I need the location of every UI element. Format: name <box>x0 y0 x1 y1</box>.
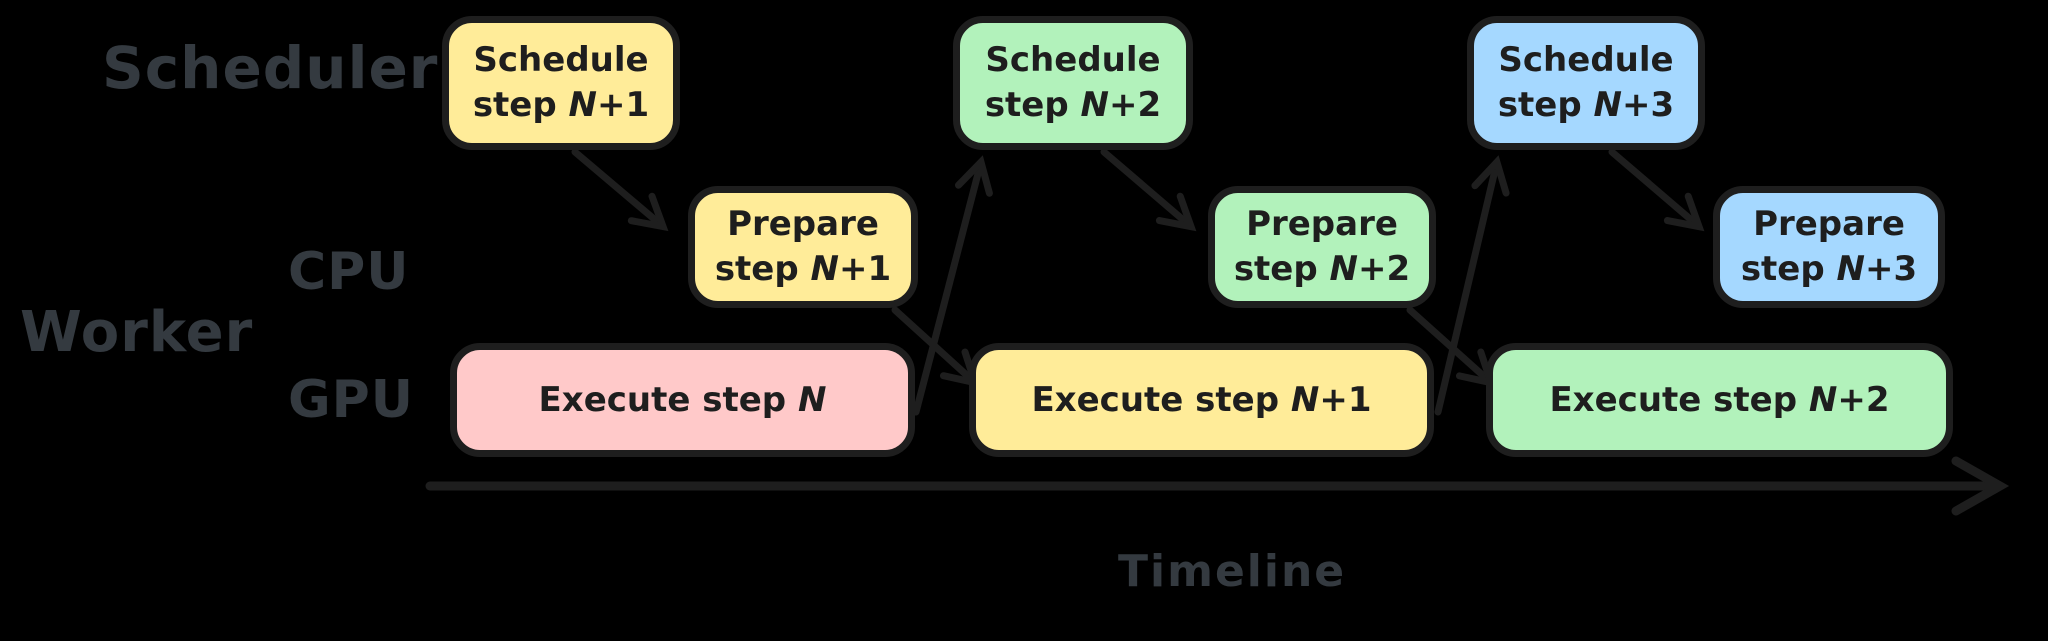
row-label-gpu: GPU <box>288 370 415 430</box>
step-text: step <box>984 85 1081 125</box>
step-text: step <box>1497 85 1594 125</box>
box-line1: Schedule <box>1498 40 1674 81</box>
step-text: step <box>714 249 811 289</box>
step-suffix: +2 <box>1358 249 1411 289</box>
box-schedule-step-n-plus-2: Schedule step N+2 <box>953 16 1193 150</box>
arrow-prepare-n2-to-execute-n2 <box>1406 306 1497 388</box>
box-schedule-step-n-plus-1: Schedule step N+1 <box>442 16 680 150</box>
step-n: N <box>1836 249 1866 289</box>
box-line1: Schedule <box>473 40 649 81</box>
box-line2: step N+3 <box>1498 83 1674 128</box>
step-text: Execute step <box>538 379 798 420</box>
box-line2: step N+1 <box>473 83 649 128</box>
step-n: N <box>568 85 598 125</box>
box-prepare-step-n-plus-1: Prepare step N+1 <box>688 186 918 308</box>
arrow-execute-n1-to-schedule-n3 <box>1434 155 1510 416</box>
box-execute-step-n-plus-2: Execute step N+2 <box>1486 343 1953 457</box>
arrow-schedule-n2-to-prepare-n2 <box>1100 148 1197 232</box>
box-line1: Prepare <box>1753 204 1905 245</box>
step-n: N <box>1593 85 1623 125</box>
arrow-execute-n-to-schedule-n2 <box>912 155 993 416</box>
step-suffix: +2 <box>1837 379 1890 420</box>
box-line1: Prepare <box>727 204 879 245</box>
step-suffix: +1 <box>839 249 892 289</box>
step-text: step <box>1233 249 1330 289</box>
step-text: step <box>1740 249 1837 289</box>
step-n: N <box>1808 379 1838 420</box>
step-suffix: +1 <box>597 85 650 125</box>
arrow-schedule-n1-to-prepare-n1 <box>571 148 669 232</box>
step-text: Execute step <box>1549 379 1809 420</box>
step-suffix: +2 <box>1109 85 1162 125</box>
box-line1: Prepare <box>1246 204 1398 245</box>
step-suffix: +3 <box>1622 85 1675 125</box>
box-schedule-step-n-plus-3: Schedule step N+3 <box>1467 16 1705 150</box>
step-text: step <box>472 85 569 125</box>
row-label-scheduler: Scheduler <box>102 34 439 102</box>
step-n: N <box>1329 249 1359 289</box>
box-line2: step N+2 <box>1234 247 1410 292</box>
box-line1: Execute step N <box>539 378 827 423</box>
row-label-worker: Worker <box>20 300 254 365</box>
box-execute-step-n: Execute step N <box>450 343 915 457</box>
step-n: N <box>810 249 840 289</box>
box-prepare-step-n-plus-3: Prepare step N+3 <box>1713 186 1945 308</box>
arrow-schedule-n3-to-prepare-n3 <box>1608 148 1705 232</box>
box-line2: step N+1 <box>715 247 891 292</box>
step-suffix: +3 <box>1865 249 1918 289</box>
step-n: N <box>1290 379 1320 420</box>
row-label-cpu: CPU <box>288 242 410 302</box>
timeline-axis-label: Timeline <box>1118 546 1347 597</box>
step-text: Execute step <box>1031 379 1291 420</box>
step-suffix: +1 <box>1319 379 1372 420</box>
box-execute-step-n-plus-1: Execute step N+1 <box>969 343 1434 457</box>
step-n: N <box>1080 85 1110 125</box>
box-line2: step N+2 <box>985 83 1161 128</box>
box-line1: Schedule <box>985 40 1161 81</box>
box-prepare-step-n-plus-2: Prepare step N+2 <box>1208 186 1436 308</box>
box-line2: step N+3 <box>1741 247 1917 292</box>
box-line1: Execute step N+2 <box>1549 378 1889 423</box>
box-line1: Execute step N+1 <box>1031 378 1371 423</box>
step-n: N <box>797 379 827 420</box>
